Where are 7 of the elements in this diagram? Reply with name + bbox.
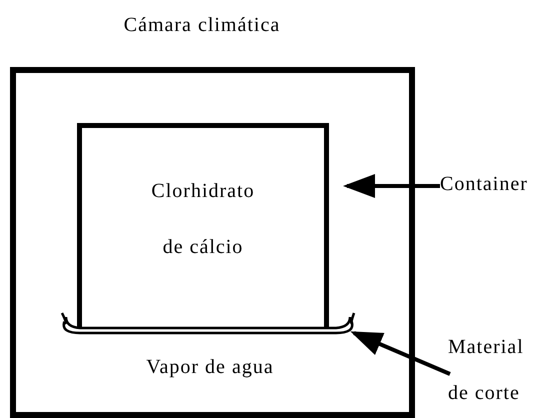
callout-label: Material de corte [448, 335, 525, 406]
leader-arrow [343, 174, 440, 198]
container-label: Clorhidrato de cálcio [150, 179, 256, 260]
callout-label: Container [440, 172, 529, 197]
leader-arrow [350, 331, 451, 376]
chamber-label: Vapor de agua [145, 355, 275, 380]
chamber-title: Cámara climática [122, 13, 282, 38]
